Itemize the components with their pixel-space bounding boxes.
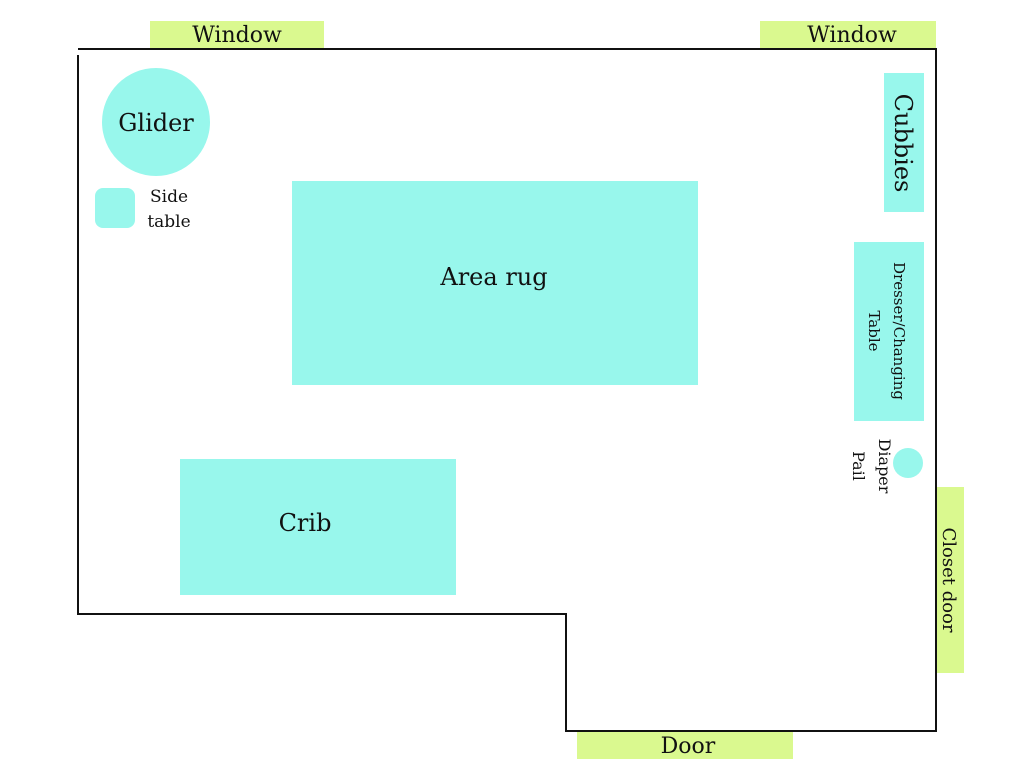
side-table-label-line1: Side [150,187,188,207]
crib-label: Crib [279,509,332,537]
dresser-changing-table [854,242,924,421]
openings: Window Window Door Closet door [150,21,964,759]
area-rug-label: Area rug [439,263,547,291]
furniture: Glider Side table Area rug Crib Cubbies … [95,68,924,595]
cubbies [884,73,924,212]
glider [102,68,210,176]
glider-label: Glider [118,109,194,137]
window-right [760,21,936,48]
closet-door-label: Closet door [938,527,959,632]
door-label: Door [661,734,716,759]
door [577,731,793,759]
area-rug [292,181,698,385]
window-right-label: Window [807,23,897,48]
diaper-pail-label-line1: Diaper [875,439,894,494]
closet-door [937,487,964,673]
dresser-label-line2: Table [865,310,883,351]
diaper-pail-label-line2: Pail [849,451,868,481]
side-table-label-line2: table [147,212,190,232]
cubbies-label: Cubbies [889,94,917,193]
window-left-label: Window [192,23,282,48]
room-outline [77,48,937,732]
crib [180,459,456,595]
walls [77,48,937,732]
dresser-label-line1: Dresser/Changing [890,262,908,400]
window-left [150,21,324,48]
side-table [95,188,135,228]
diaper-pail [893,448,923,478]
